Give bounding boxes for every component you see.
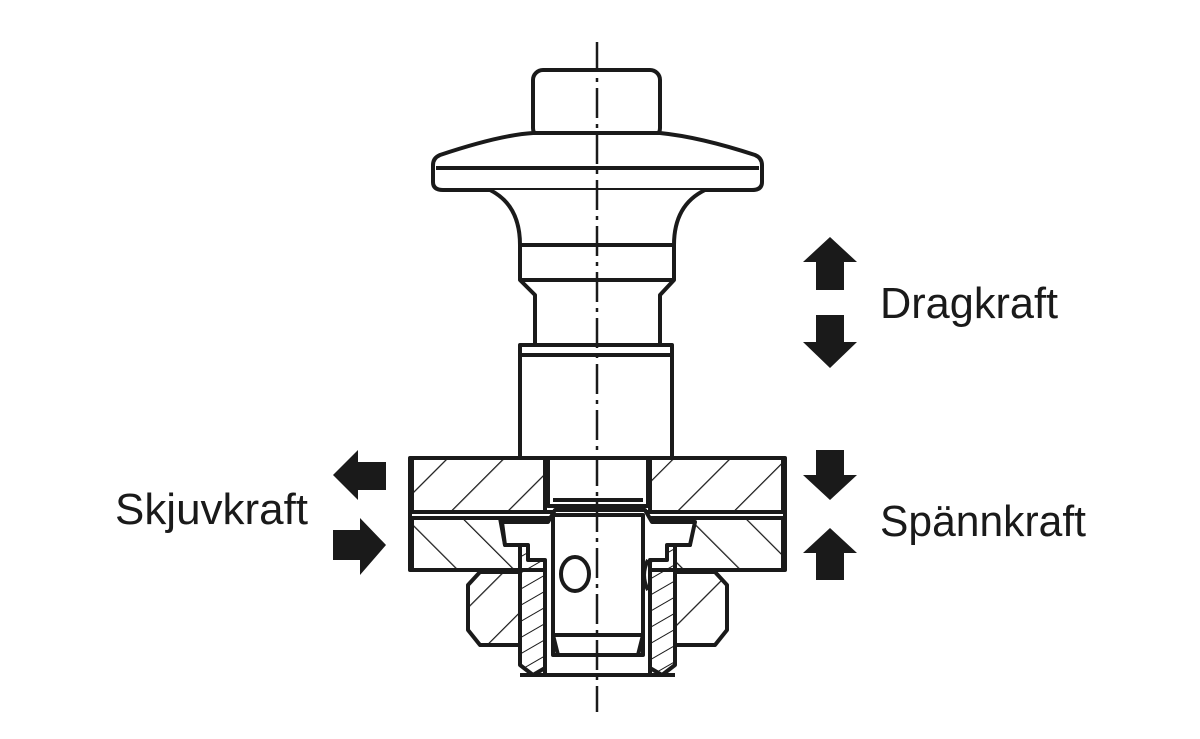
arrow-down-icon — [803, 450, 857, 500]
arrow-up-icon — [803, 528, 857, 580]
lock-nut — [466, 570, 522, 647]
arrow-up-icon — [803, 237, 857, 290]
pin-hole — [559, 555, 591, 593]
label-skjuvkraft: Skjuvkraft — [115, 485, 308, 534]
arrow-right-icon — [333, 518, 386, 575]
label-spannkraft: Spännkraft — [880, 497, 1086, 546]
arrow-down-icon — [803, 315, 857, 368]
label-dragkraft: Dragkraft — [880, 279, 1058, 328]
upper-plate — [410, 456, 547, 514]
arrow-left-icon — [333, 450, 386, 500]
